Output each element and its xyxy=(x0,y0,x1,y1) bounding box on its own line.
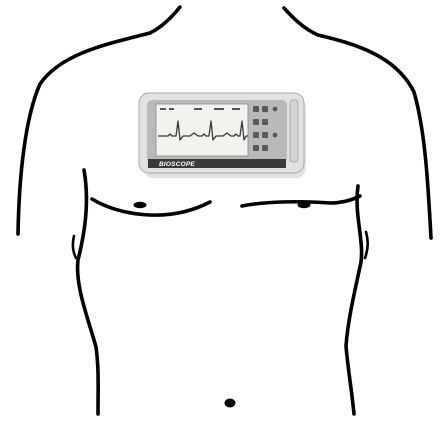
left-pectoral-line xyxy=(92,199,210,215)
left-torso-side xyxy=(78,170,99,414)
device-screen xyxy=(156,104,248,156)
device-button-icon xyxy=(262,106,268,112)
torso-outline xyxy=(18,7,431,414)
left-armpit-mark xyxy=(73,236,76,258)
left-shoulder-arm-contour xyxy=(18,33,150,234)
ecg-monitor-device: BIOSCOPE xyxy=(139,93,306,178)
neck-right-line xyxy=(284,8,318,35)
device-button-icon xyxy=(262,132,268,138)
device-button-icon xyxy=(262,145,268,151)
left-nipple xyxy=(134,202,147,208)
device-button-icon xyxy=(253,132,259,138)
device-button-icon xyxy=(253,119,259,125)
navel xyxy=(225,399,236,408)
device-button-icon xyxy=(262,119,268,125)
right-shoulder-arm-contour xyxy=(318,35,431,238)
right-torso-side xyxy=(346,186,362,414)
neck-left-line xyxy=(150,7,180,33)
device-brand-label: BIOSCOPE xyxy=(159,161,195,168)
device-side-slot xyxy=(290,100,298,162)
right-nipple xyxy=(298,202,311,208)
right-armpit-mark xyxy=(365,232,368,258)
device-button-icon xyxy=(273,133,278,138)
armpit-strokes xyxy=(73,232,368,258)
device-button-icon xyxy=(273,107,278,112)
device-button-icon xyxy=(253,145,259,151)
device-button-icon xyxy=(253,106,259,112)
